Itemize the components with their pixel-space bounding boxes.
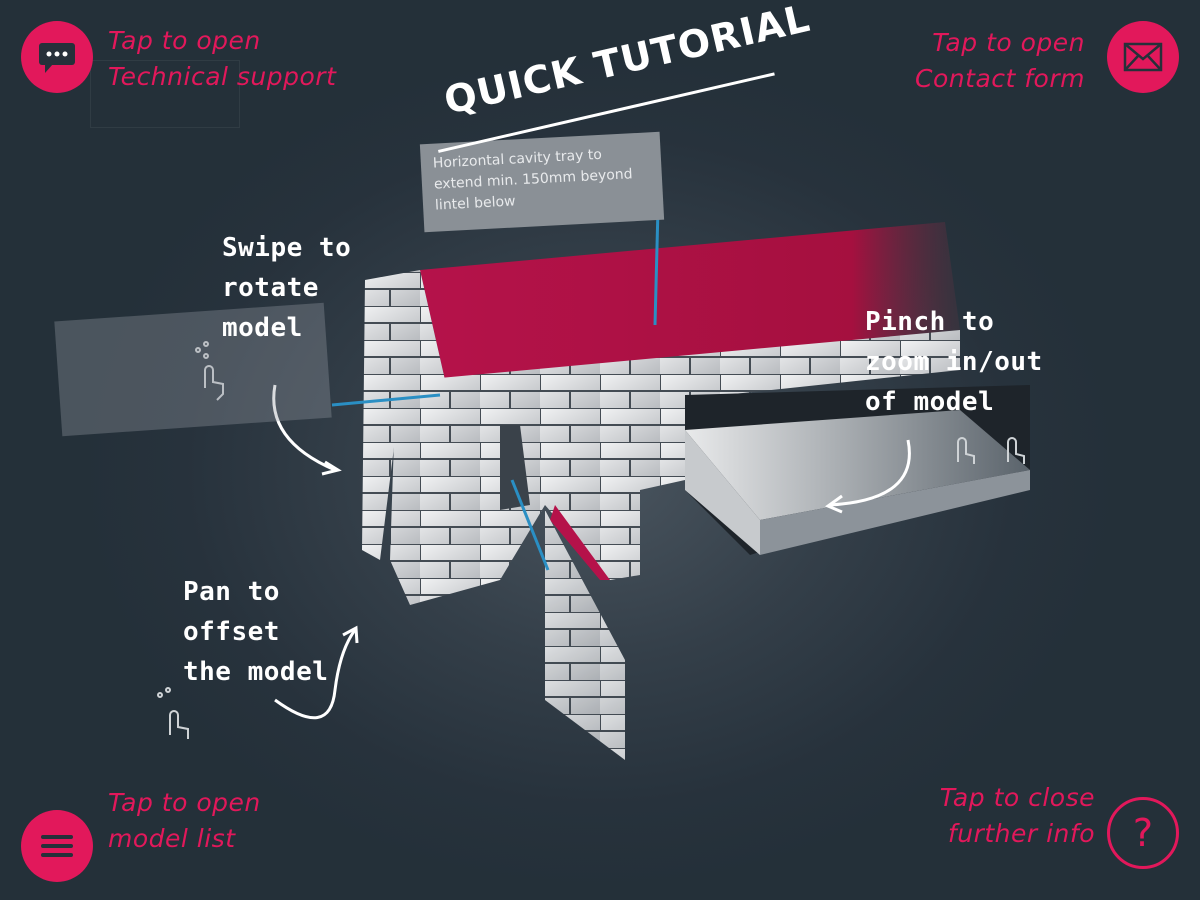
technical-support-button[interactable] — [21, 21, 93, 93]
brick-wall — [362, 270, 960, 605]
hint-line: Technical support — [108, 62, 337, 91]
callout-leader-line — [331, 393, 441, 407]
contact-form-hint: Tap to open Contact form — [915, 25, 1085, 97]
contact-form-button[interactable] — [1107, 21, 1179, 93]
hint-line: model list — [108, 824, 236, 853]
hand-gesture-icon — [195, 341, 224, 401]
pan-hand-icon — [157, 687, 189, 739]
hint-line: Tap to open — [108, 788, 261, 817]
hint-line: Pinch to — [865, 307, 995, 337]
hint-line: Tap to open — [932, 28, 1085, 57]
pan-hint: Pan to offset the model — [183, 572, 328, 692]
hint-line: rotate — [222, 273, 319, 303]
pinch-arrow-icon — [829, 439, 911, 507]
swipe-arrow-icon — [272, 384, 336, 472]
swipe-hint: Swipe to rotate model — [222, 228, 351, 348]
further-info-hint: Tap to close further info — [940, 780, 1095, 852]
hint-line: further info — [947, 819, 1095, 848]
hint-line: offset — [183, 617, 280, 647]
pan-arrow-icon — [274, 629, 357, 720]
model-list-button[interactable] — [21, 810, 93, 882]
wall-tie-panel — [545, 510, 625, 760]
model-list-hint: Tap to open model list — [108, 785, 261, 857]
hint-line: zoom in/out — [865, 347, 1043, 377]
question-mark-icon: ? — [1132, 811, 1154, 855]
hint-line: Pan to — [183, 577, 280, 607]
envelope-icon — [1123, 42, 1163, 72]
cavity-tray — [420, 222, 960, 380]
pinch-hands-icon — [957, 437, 1025, 464]
hint-line: Tap to close — [939, 783, 1095, 812]
hint-line: Swipe to — [222, 233, 352, 263]
lintel — [685, 385, 1030, 555]
technical-support-hint: Tap to open Technical support — [108, 23, 336, 95]
hint-line: of model — [865, 387, 995, 417]
pinch-hint: Pinch to zoom in/out of model — [865, 302, 1043, 422]
chat-bubble-icon — [39, 43, 75, 73]
callout-leader-line — [653, 207, 660, 326]
hint-line: model — [222, 313, 303, 343]
further-info-button[interactable]: ? — [1107, 797, 1179, 869]
hint-line: Tap to open — [108, 26, 261, 55]
hamburger-menu-icon — [41, 835, 73, 857]
callout-leader-line — [510, 479, 550, 571]
hint-line: Contact form — [915, 64, 1085, 93]
hint-line: the model — [183, 657, 329, 687]
background-logo — [90, 60, 240, 128]
